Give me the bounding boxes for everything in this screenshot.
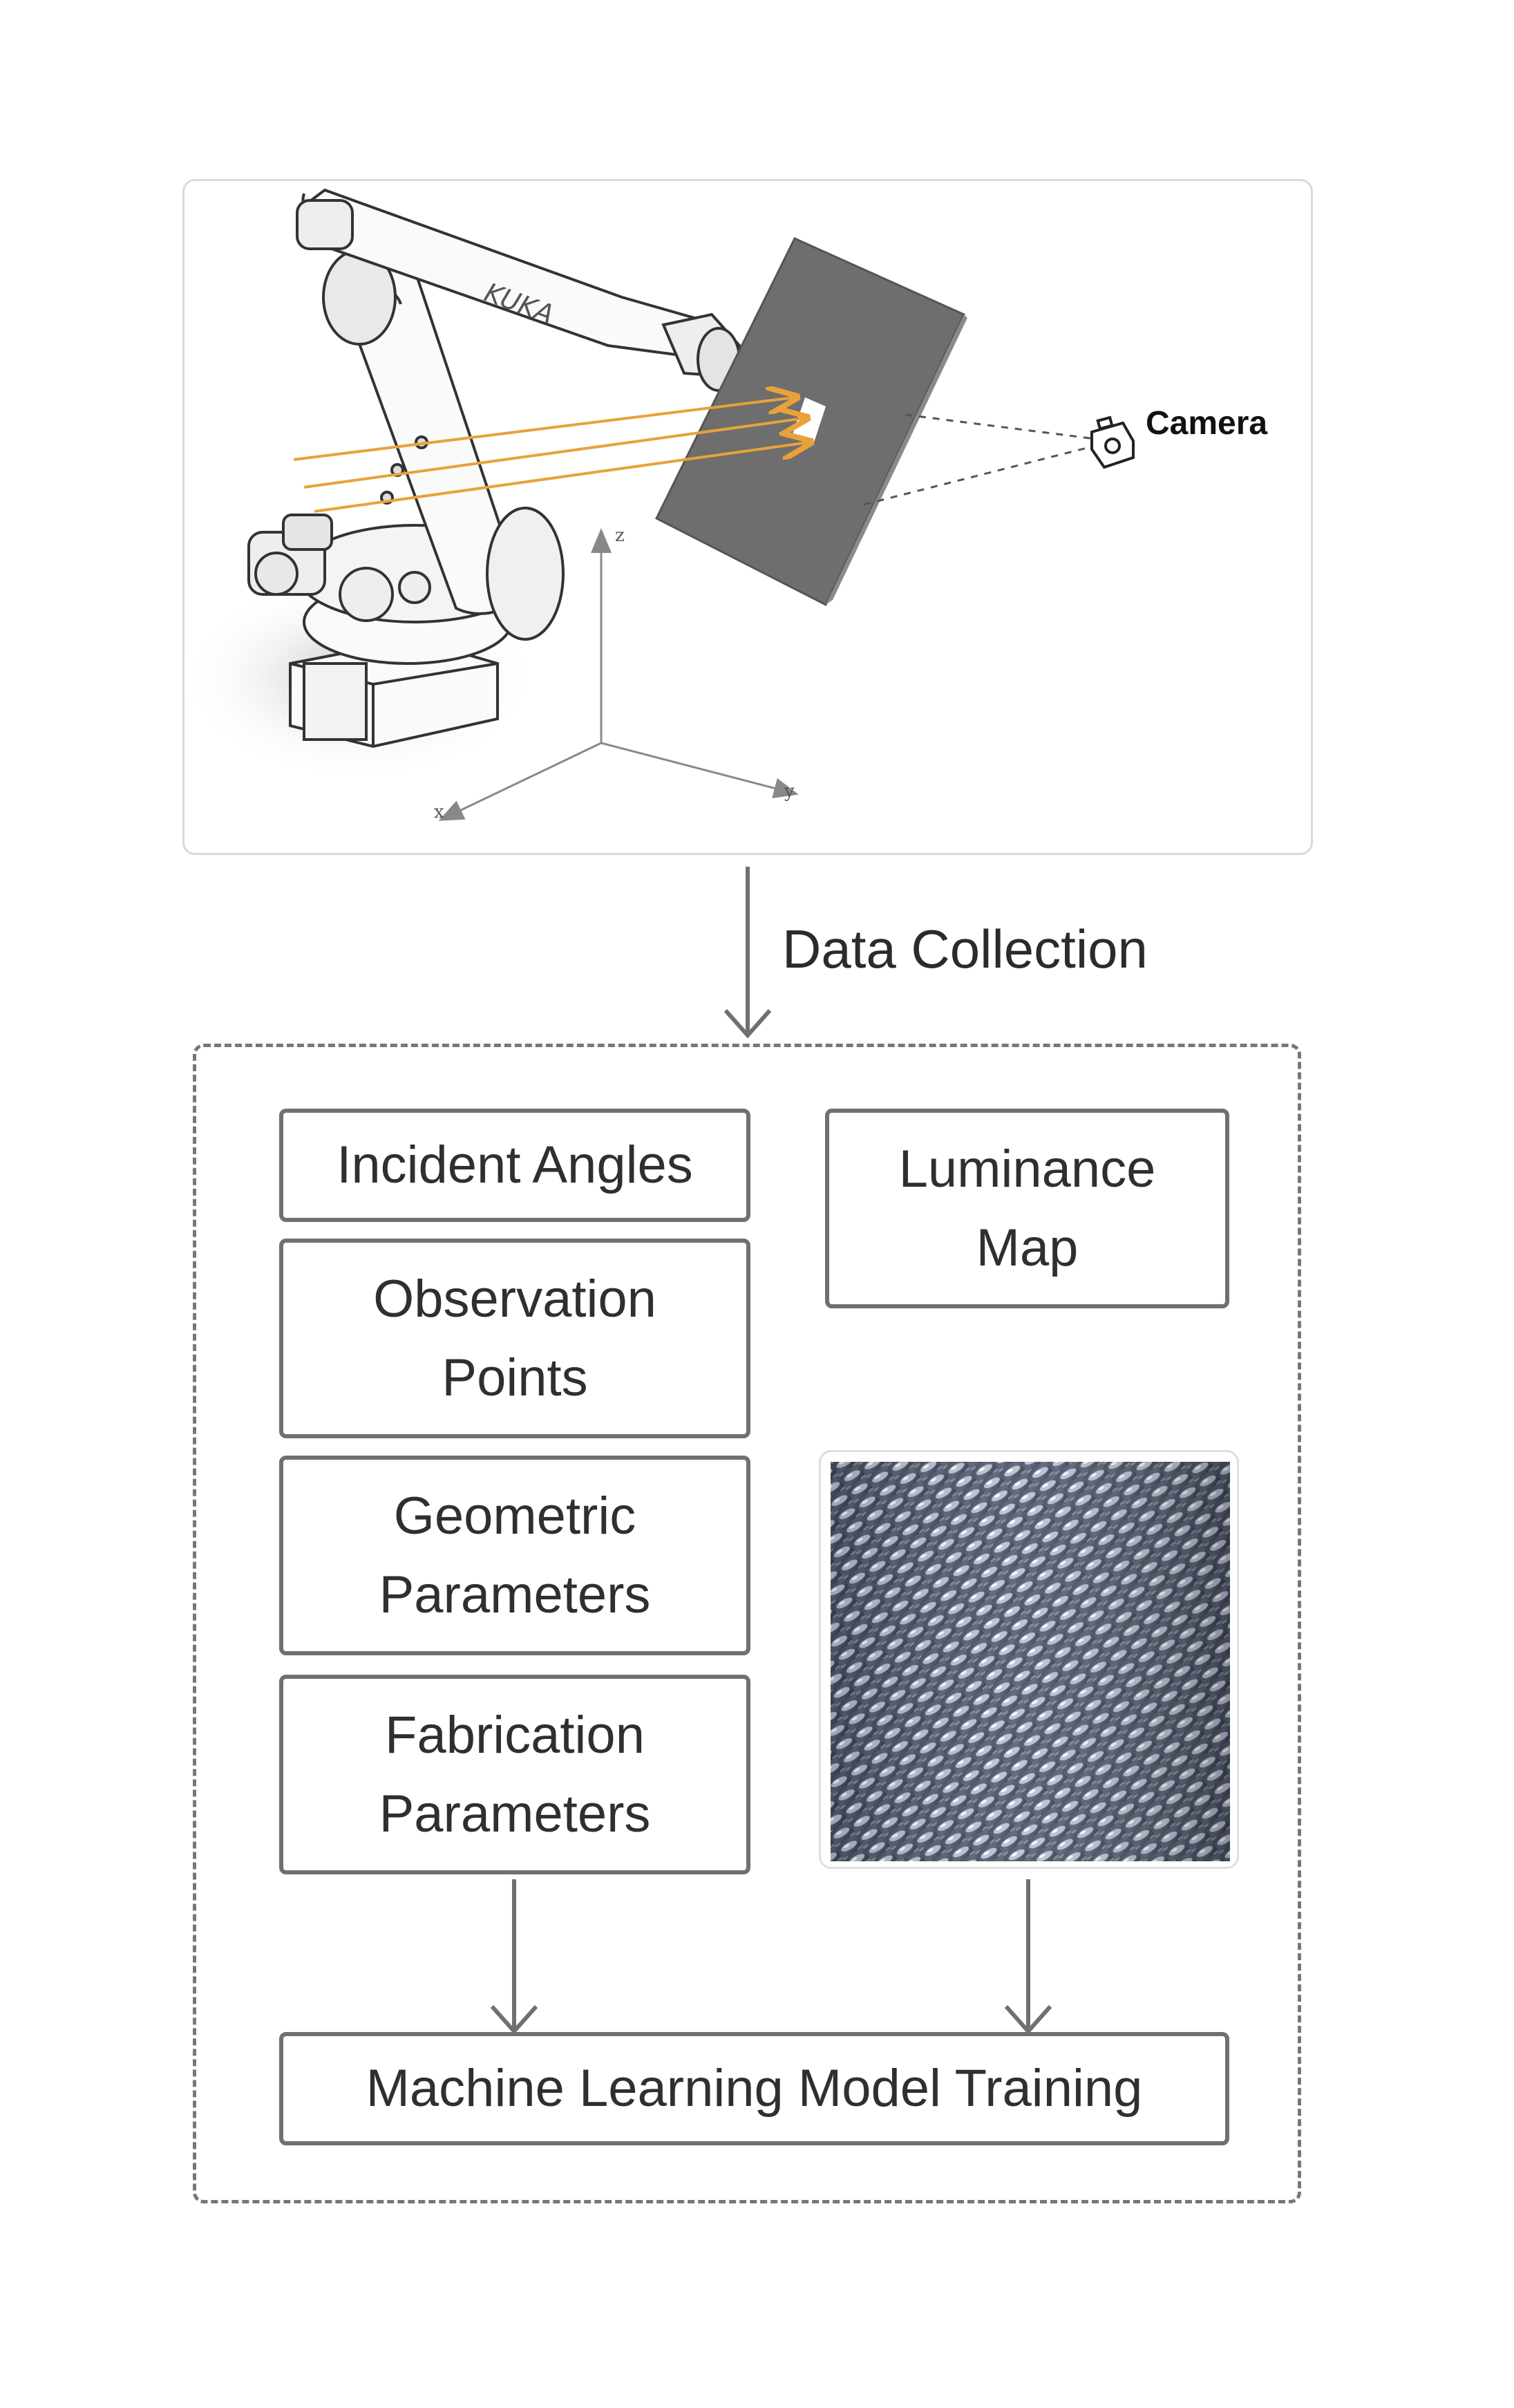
geometric-parameters-label-line2: Parameters: [379, 1565, 651, 1624]
coordinate-axes: [438, 528, 799, 821]
luminance-texture-image-frame: [819, 1450, 1239, 1869]
ml-model-training-label: Machine Learning Model Training: [366, 2059, 1143, 2118]
ml-model-training-box: Machine Learning Model Training: [279, 2032, 1229, 2145]
fabrication-parameters-label-line1: Fabrication: [385, 1705, 645, 1765]
data-collection-label: Data Collection: [782, 919, 1148, 979]
luminance-map-label-line1: Luminance: [898, 1139, 1156, 1198]
luminance-to-training-arrow: [1004, 1879, 1052, 2035]
geometric-parameters-label-line1: Geometric: [393, 1486, 636, 1545]
inputs-to-training-arrow: [490, 1879, 538, 2035]
incident-angles-label: Incident Angles: [337, 1136, 693, 1194]
fabrication-parameters-box: Fabrication Parameters: [279, 1675, 750, 1874]
luminance-map-box: Luminance Map: [825, 1109, 1229, 1308]
camera-icon: [1090, 415, 1135, 469]
camera-label: Camera: [1146, 405, 1268, 442]
x-axis-label: x: [434, 802, 444, 822]
geometric-parameters-box: Geometric Parameters: [279, 1456, 750, 1655]
fabrication-parameters-label-line2: Parameters: [379, 1784, 651, 1843]
luminance-map-label-line2: Map: [976, 1218, 1079, 1277]
robot-illustration: KUKA: [180, 188, 1135, 821]
incident-angles-box: Incident Angles: [279, 1109, 750, 1222]
sample-panel-edge: [826, 314, 967, 605]
observation-points-label-line2: Points: [442, 1348, 588, 1407]
data-collection-arrow: [723, 867, 772, 1039]
z-axis-label: z: [615, 525, 625, 546]
robot-arm: [247, 188, 741, 749]
observation-points-label-line1: Observation: [373, 1269, 656, 1328]
luminance-texture-image: [831, 1462, 1230, 1861]
y-axis-label: y: [784, 781, 795, 802]
camera-view-lines: [863, 413, 1096, 506]
light-rays: [293, 397, 808, 513]
observation-points-box: Observation Points: [279, 1239, 750, 1438]
training-pipeline-container: [193, 1044, 1301, 2203]
